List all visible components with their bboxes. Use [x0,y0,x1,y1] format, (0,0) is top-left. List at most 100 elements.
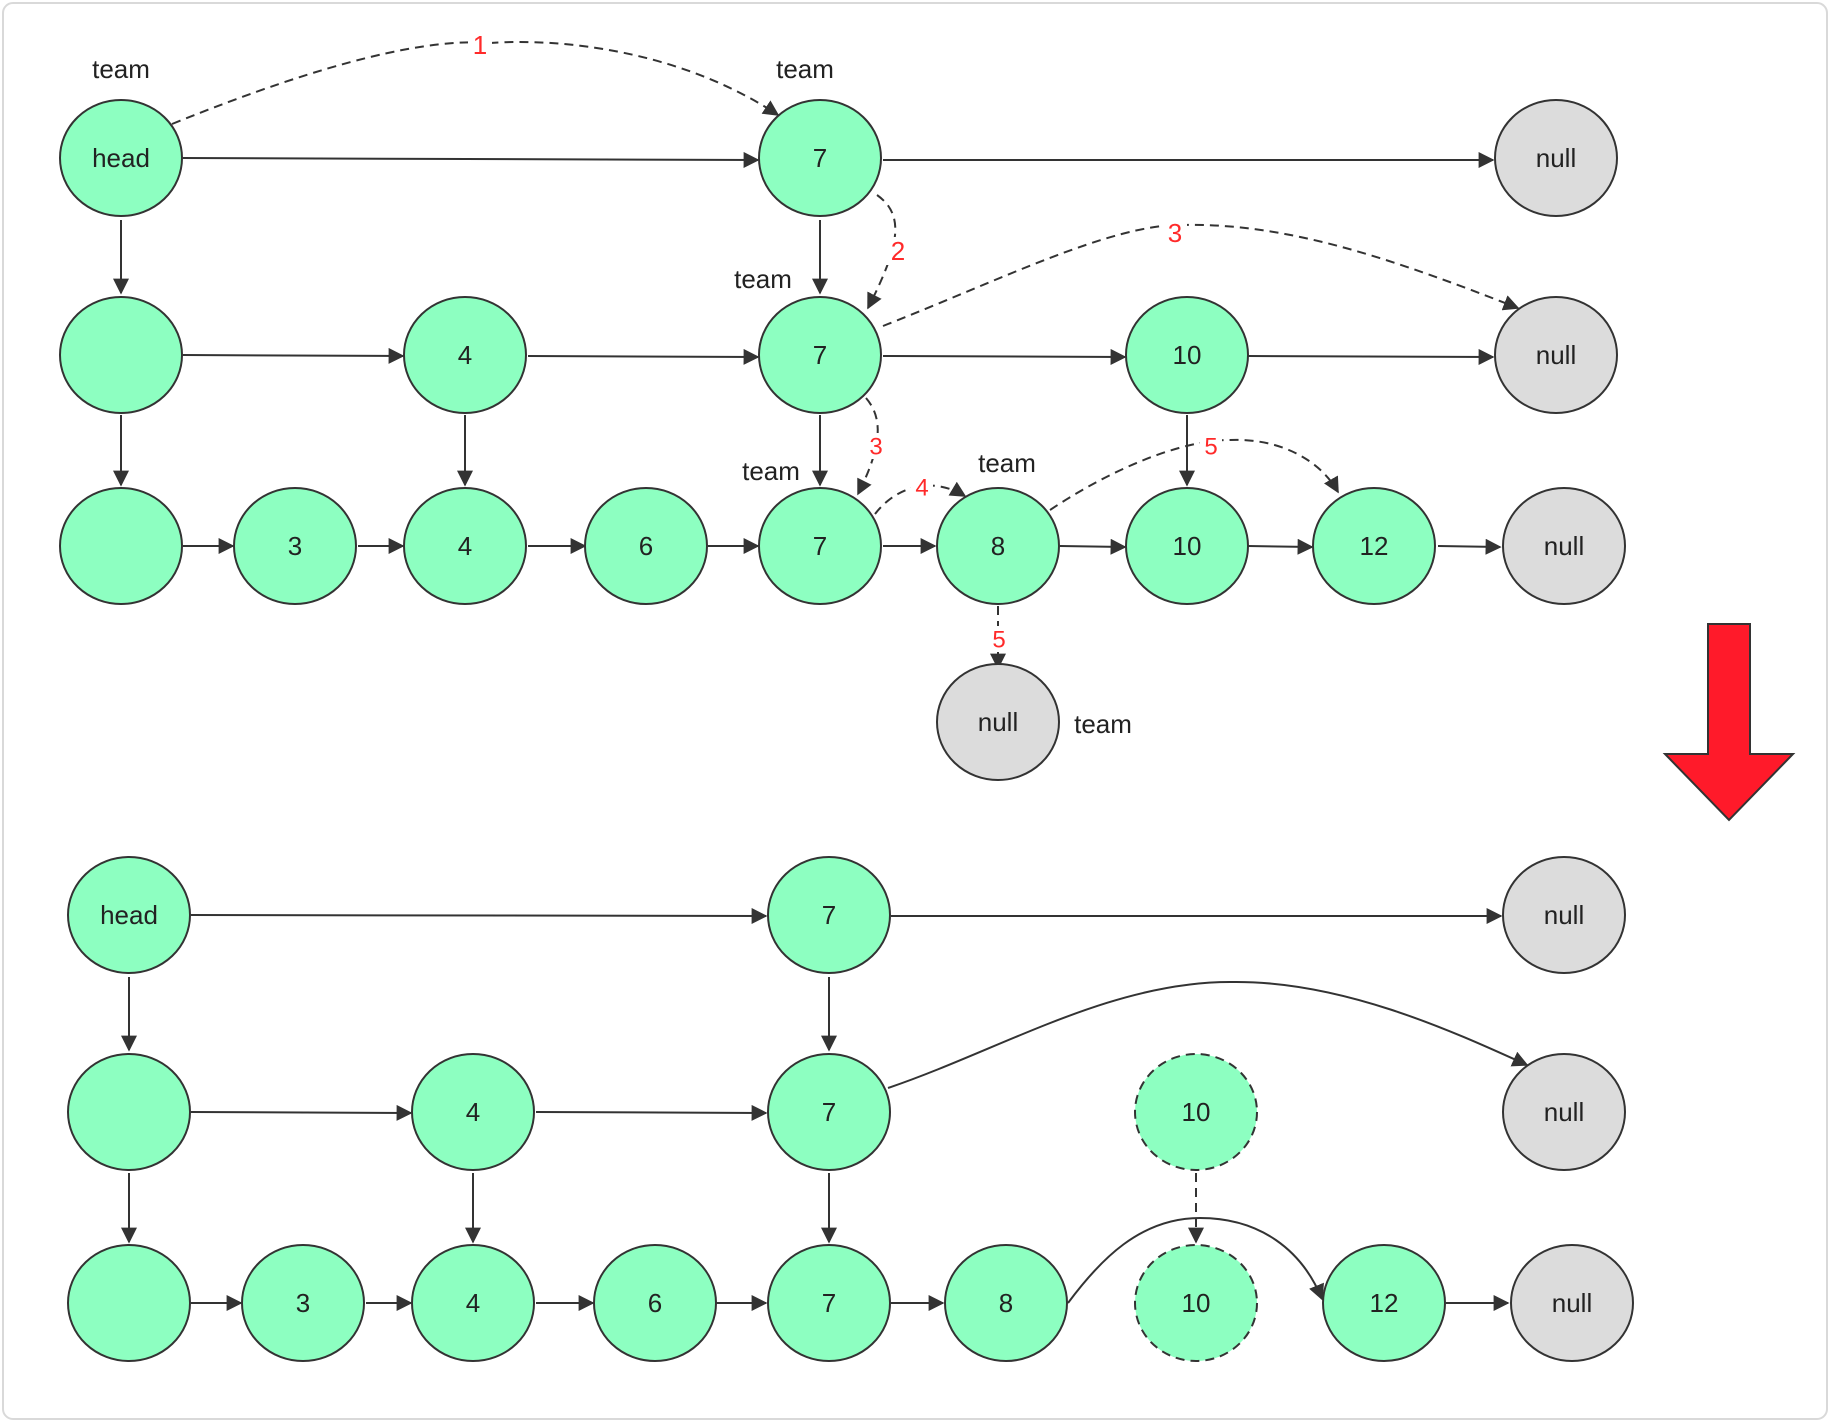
svg-text:head: head [92,143,150,173]
edge [1247,348,1495,365]
skiplist-node: 8 [944,1244,1068,1362]
skiplist-node: 4 [411,1053,535,1171]
null-node: null [1510,1244,1634,1362]
edge [882,348,1127,365]
null-node: null [1494,99,1618,217]
step-label: 1 [473,30,487,60]
step-label: 3 [1168,218,1182,248]
before-level-1: head 7 null [59,99,1618,217]
svg-text:4: 4 [458,531,472,561]
before-edges [113,151,1502,555]
svg-text:10: 10 [1182,1097,1211,1127]
svg-text:null: null [1552,1288,1592,1318]
skiplist-node: head [67,856,191,974]
svg-text:6: 6 [648,1288,662,1318]
after-level-1: head 7 null [67,856,1626,974]
svg-text:7: 7 [822,1288,836,1318]
down-arrow-icon [1662,623,1796,822]
svg-text:null: null [1544,531,1584,561]
edge [1247,538,1314,555]
step-label: 2 [891,236,905,266]
edge [535,1104,768,1121]
svg-text:10: 10 [1173,340,1202,370]
team-label: team [734,264,792,294]
skiplist-node [67,1053,191,1171]
before-level-2: 4 7 10 null [59,296,1618,414]
search-step-2-path [867,194,897,310]
skiplist-node: 12 [1322,1244,1446,1362]
search-step-3-down-path [857,397,879,496]
svg-text:null: null [1536,143,1576,173]
svg-text:7: 7 [822,1097,836,1127]
skiplist-node: 7 [767,856,891,974]
team-label: team [1074,709,1132,739]
team-label: team [742,456,800,486]
removed-node: 10 [1134,1053,1258,1171]
team-labels: team team team team team team [92,54,1132,739]
skiplist-node: 6 [584,487,708,605]
step-label: 4 [915,475,928,502]
step-label: 5 [1204,434,1217,461]
edge [887,980,1529,1089]
svg-text:null: null [1544,1097,1584,1127]
svg-text:7: 7 [813,143,827,173]
svg-text:12: 12 [1370,1288,1399,1318]
after-level-2: 4 7 10 null [67,1053,1626,1171]
svg-text:4: 4 [458,340,472,370]
step-labels: 1 2 3 3 4 5 5 [468,30,1222,654]
svg-text:7: 7 [822,900,836,930]
edge [1067,1216,1324,1304]
null-node: null [936,663,1060,781]
svg-text:7: 7 [813,340,827,370]
null-node: null [1502,856,1626,974]
edge [190,1104,413,1121]
skiplist-node: 4 [403,296,527,414]
edge [527,348,760,365]
team-label: team [776,54,834,84]
null-node: null [1502,1053,1626,1171]
skiplist-node: 7 [767,1053,891,1171]
skiplist-node: 3 [233,487,357,605]
skiplist-node: 7 [758,487,882,605]
edge [1437,538,1502,555]
skiplist-node [59,487,183,605]
svg-text:null: null [1544,900,1584,930]
removed-node: 10 [1134,1244,1258,1362]
svg-text:6: 6 [639,531,653,561]
skiplist-node [67,1244,191,1362]
svg-text:null: null [978,707,1018,737]
svg-text:12: 12 [1360,531,1389,561]
search-step-5-right-path [1049,438,1339,511]
svg-text:3: 3 [288,531,302,561]
edge [1059,538,1127,555]
skiplist-node: 3 [241,1244,365,1362]
step-label: 3 [869,434,882,461]
before-skiplist: head 7 null 4 7 [59,30,1626,781]
edge [182,347,405,364]
skiplist-node: 7 [758,99,882,217]
after-edges [121,907,1529,1311]
svg-text:7: 7 [813,531,827,561]
svg-text:null: null [1536,340,1576,370]
skiplist-node [59,296,183,414]
svg-text:head: head [100,900,158,930]
skiplist-node: 10 [1125,296,1249,414]
null-node: null [1502,487,1626,605]
svg-text:8: 8 [999,1288,1013,1318]
svg-text:4: 4 [466,1097,480,1127]
svg-text:10: 10 [1173,531,1202,561]
skiplist-node: 4 [403,487,527,605]
svg-text:3: 3 [296,1288,310,1318]
before-level-3: 3 4 6 7 8 10 1 [59,487,1626,781]
after-skiplist: head 7 null 4 7 [67,856,1634,1362]
skiplist-node: 10 [1125,487,1249,605]
edge [182,151,760,168]
edge [190,907,768,924]
null-node: null [1494,296,1618,414]
skiplist-node: head [59,99,183,217]
team-label: team [978,448,1036,478]
skiplist-node: 12 [1312,487,1436,605]
skiplist-node: 8 [936,487,1060,605]
after-level-3: 3 4 6 7 8 10 1 [67,1244,1634,1362]
svg-text:10: 10 [1182,1288,1211,1318]
